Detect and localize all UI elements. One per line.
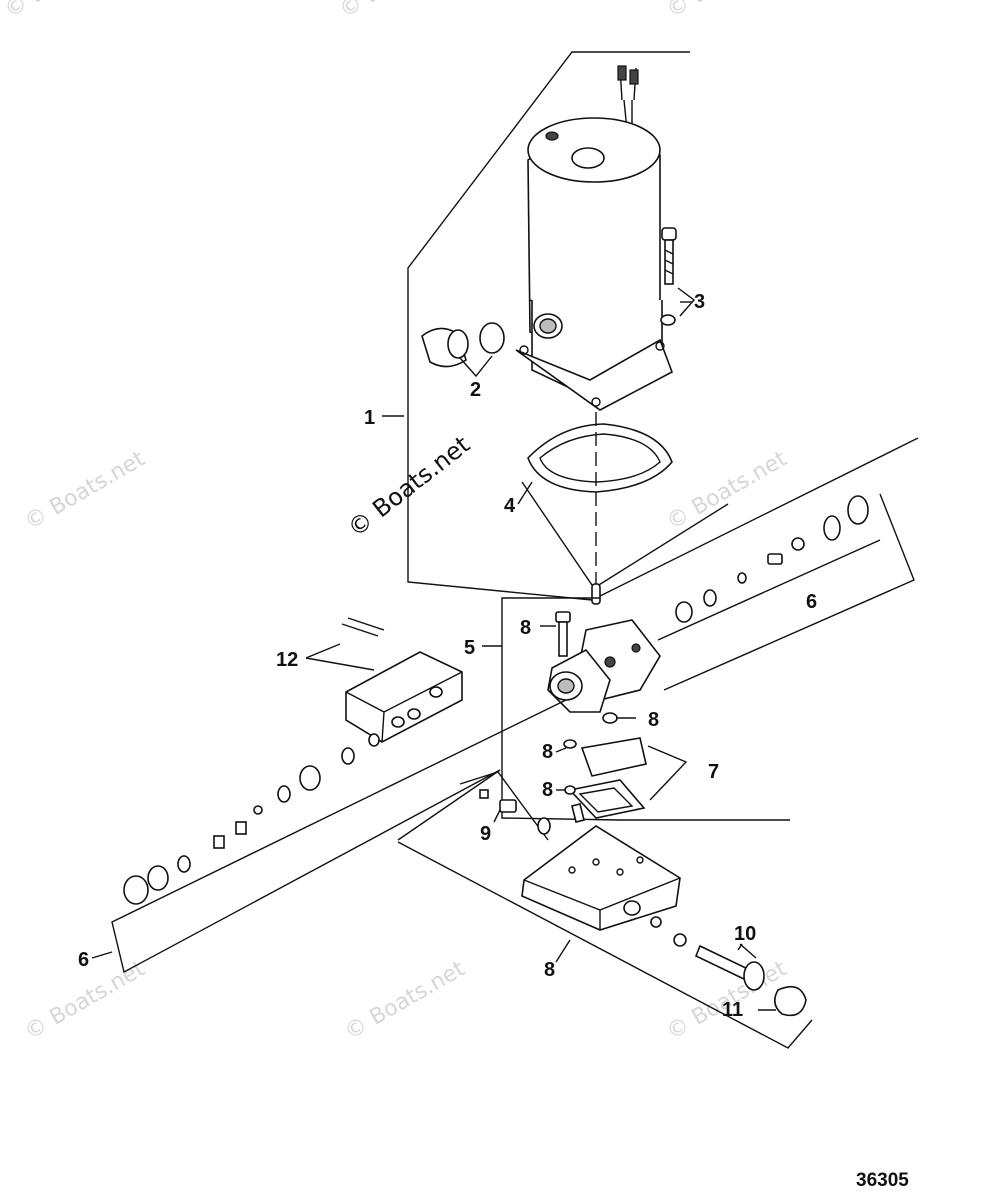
small-fittings [459,739,585,841]
bracket-6-upper-outer [663,493,915,691]
callout-7: 7 [708,761,719,783]
reservoir-base [521,825,687,947]
callout-8-washer: 8 [648,709,659,731]
assembly-bracket-5 [501,597,790,821]
solenoid-block [305,617,463,743]
callout-12: 12 [276,649,298,671]
bracket-8-outer [397,841,813,1049]
watermark: © Boats.net [663,446,792,535]
fill-plug-and-oring [421,322,505,378]
watermark: © Boats.net [1,0,130,23]
pump-manifold [547,611,661,724]
callout-10: 10 [734,923,756,945]
valve-string-upper [675,495,869,623]
callout-2: 2 [470,379,481,401]
plunger-and-retainer [694,943,807,1017]
bracket-6-upper [657,539,881,641]
callout-4: 4 [504,495,516,517]
callout-6-lower: 6 [78,949,89,971]
electric-motor [515,65,673,411]
gasket [521,412,729,605]
watermark: © Boats.net [341,956,470,1045]
valve-string-lower [123,733,380,905]
callout-11: 11 [722,999,743,1021]
callout-labels: 1 2 3 4 5 6 6 7 8 8 8 8 8 9 10 11 12 [78,291,817,1021]
watermark-center: © Boats.net [342,431,475,543]
callout-3: 3 [694,291,705,313]
filter-and-seal [568,737,688,819]
leader-lines [91,301,776,1011]
callout-9: 9 [480,823,491,845]
watermark: © Boats.net [21,446,150,535]
callout-5: 5 [464,637,475,659]
callout-1: 1 [364,407,375,429]
screw-and-washer [660,227,696,326]
bracket-6-lower [111,699,567,974]
callout-8-bolt: 8 [520,617,531,639]
watermark: © Boats.net [336,0,465,23]
callout-8-base: 8 [544,959,555,981]
callout-8-oring: 8 [542,741,553,763]
assembly-bracket-1 [407,51,919,601]
callout-8-spring: 8 [542,779,553,801]
callout-6-upper: 6 [806,591,817,613]
watermark: © Boats.net [663,0,792,23]
figure-number: 36305 [856,1170,909,1191]
bracket-8-base [397,769,501,841]
